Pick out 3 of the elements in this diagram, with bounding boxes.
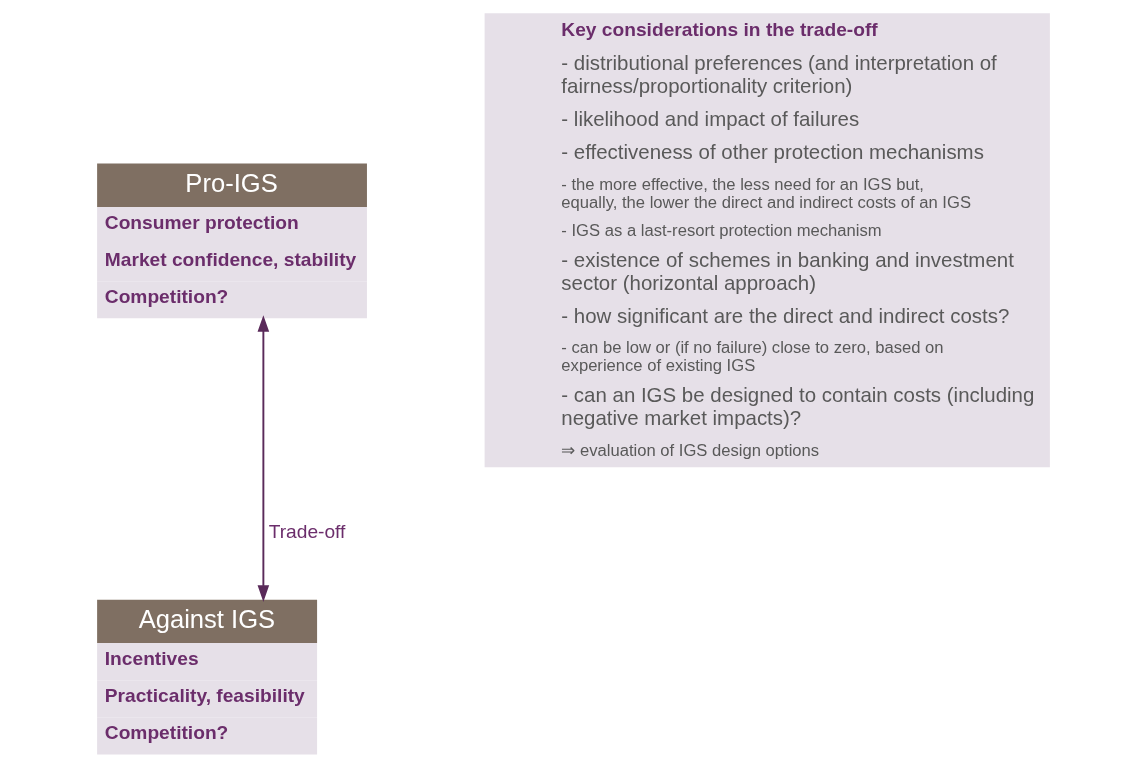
edge-label: Trade-off <box>268 520 346 542</box>
node-box: Key considerations in the trade-off - distributional preferences (and interpretation of fairness/proportionality criterion) - likelihood and impact of failures - effectiveness of other protection mechanisms - the more effective, the less need for an IGS but, equally, the lower the direct and indirect costs of an IGS - IGS as a last-resort protection mechanism - existence of schemes in banking and investment sector (horizontal approach) - how significant are the direct and indirect costs? - can be low or (if no failure) close to zero, based on experience of existing IGS - can an IGS be designed to contain costs (including negative market impacts)? ⇒ evaluation of IGS design options <box>484 13 1050 468</box>
arrow <box>257 315 270 602</box>
